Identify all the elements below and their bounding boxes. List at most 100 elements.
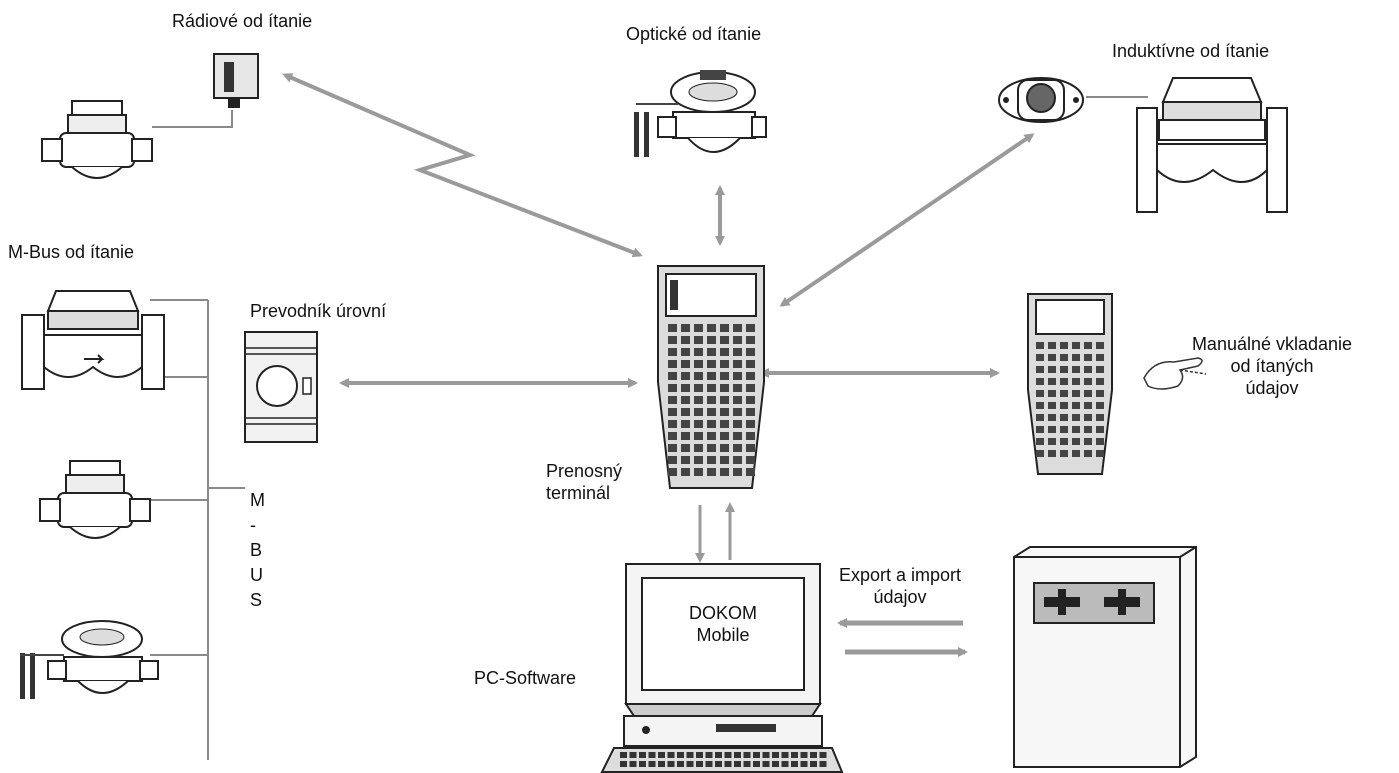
key (707, 420, 716, 428)
hand-writing-icon (1143, 357, 1207, 390)
key (681, 372, 690, 380)
key (733, 324, 742, 332)
key (639, 752, 646, 758)
inductive-reading-label: Induktívne od ítanie (1112, 41, 1270, 61)
key (746, 408, 755, 416)
key (1096, 402, 1104, 409)
key (733, 384, 742, 392)
key (800, 761, 808, 767)
key (707, 432, 716, 440)
key (1060, 414, 1068, 421)
terminal-label: Prenosný terminál (546, 460, 622, 504)
export-import-label: Export a import údajov (815, 564, 985, 608)
key (1084, 450, 1092, 457)
key (707, 396, 716, 404)
key (694, 444, 703, 452)
key (733, 444, 742, 452)
key (1036, 414, 1044, 421)
key (694, 384, 703, 392)
key (715, 752, 722, 758)
key (668, 432, 677, 440)
key (1036, 390, 1044, 397)
converter-label: Prevodník úrovní (250, 301, 387, 321)
key (720, 396, 729, 404)
terminal-label-line2: terminál (546, 483, 611, 503)
key (668, 336, 677, 344)
mbus-letter: - (250, 515, 256, 535)
radio-reading-label: Rádiové od ítanie (172, 11, 313, 31)
key (724, 761, 732, 767)
terminal-label-line1: Prenosný (546, 461, 623, 481)
key (648, 761, 656, 767)
key (720, 324, 729, 332)
key (629, 752, 637, 758)
key (746, 336, 755, 344)
key (734, 761, 741, 767)
key (707, 444, 716, 452)
key (1084, 414, 1092, 421)
mbus-reading-label: M-Bus od ítanie (8, 242, 135, 262)
key (720, 432, 729, 440)
key (746, 324, 755, 332)
key (1096, 414, 1104, 421)
key (1084, 342, 1092, 349)
radio-module-icon (213, 53, 259, 108)
key (720, 468, 729, 476)
key (677, 752, 684, 758)
key (1036, 354, 1044, 361)
key (743, 761, 751, 767)
optical-reading-label: Optické od ítanie (626, 24, 762, 44)
key (658, 752, 665, 758)
radio-link-arrow (282, 73, 643, 258)
key (681, 360, 690, 368)
mbus-water-meter-icon (39, 460, 151, 539)
key (810, 761, 817, 767)
water-meter-icon (41, 100, 153, 179)
key (681, 408, 690, 416)
mbus-heat-meter-icon (20, 620, 159, 699)
key (1036, 450, 1044, 457)
key (733, 360, 742, 368)
key (668, 408, 677, 416)
key (1072, 426, 1080, 433)
key (733, 420, 742, 428)
key (668, 420, 677, 428)
key (667, 752, 675, 758)
manual-entry-line1: Manuálné vkladanie (1191, 334, 1353, 354)
key (1072, 402, 1080, 409)
key (694, 420, 703, 428)
key (1060, 438, 1068, 445)
key (705, 752, 713, 758)
key (686, 752, 694, 758)
key (668, 384, 677, 392)
export-import-line2: údajov (873, 587, 927, 607)
key (800, 752, 808, 758)
mbus-large-meter-icon (21, 290, 165, 390)
key (746, 348, 755, 356)
key (791, 761, 798, 767)
key (746, 396, 755, 404)
key (681, 348, 690, 356)
key (720, 384, 729, 392)
key (1036, 438, 1044, 445)
export-import-arrows (837, 618, 968, 657)
key (781, 761, 789, 767)
key (681, 456, 690, 464)
mbus-vertical-label: M - B U S (250, 488, 265, 613)
key (694, 468, 703, 476)
key (1036, 402, 1044, 409)
key (686, 761, 694, 767)
key (733, 408, 742, 416)
key (694, 360, 703, 368)
key (694, 324, 703, 332)
manual-entry-line3: údajov (1245, 378, 1299, 398)
key (1096, 450, 1104, 457)
key (1048, 438, 1056, 445)
key (720, 420, 729, 428)
key (746, 468, 755, 476)
key (819, 752, 827, 758)
key (681, 384, 690, 392)
key (694, 396, 703, 404)
key (1096, 342, 1104, 349)
key (1072, 450, 1080, 457)
